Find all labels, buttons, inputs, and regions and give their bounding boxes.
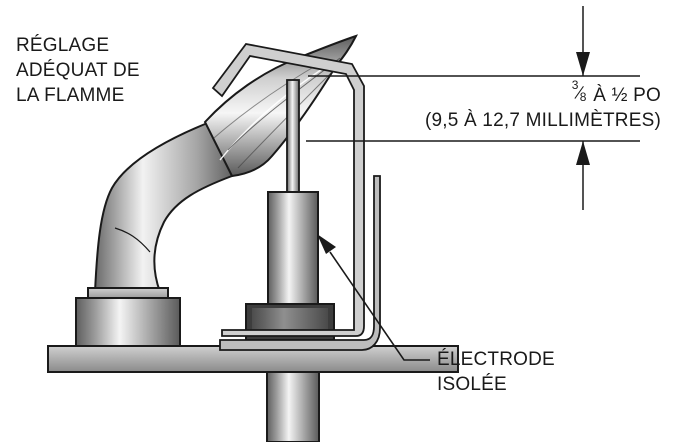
flame-label-line-3: LA FLAMME — [16, 85, 125, 106]
pilot-tube — [93, 120, 234, 293]
dimension-markers — [306, 6, 640, 210]
insulated-electrode-label: ÉLECTRODE ISOLÉE — [437, 347, 555, 397]
flame-label-line-2: ADÉQUAT DE — [16, 60, 140, 81]
dimension-metric-line: (9,5 À 12,7 MILLIMÈTRES) — [424, 110, 661, 131]
electrode-label-line-2: ISOLÉE — [437, 374, 507, 395]
pilot-flame — [203, 34, 358, 178]
electrode-label-line-1: ÉLECTRODE — [437, 349, 555, 370]
flame-adjustment-label: RÉGLAGE ADÉQUAT DE LA FLAMME — [16, 33, 140, 108]
pilot-base — [75, 287, 181, 349]
dimension-inch-rest: À ½ PO — [593, 85, 661, 106]
electrode-leader-arrow — [317, 234, 430, 361]
fraction-numerator: 3 — [571, 78, 579, 92]
fraction-denominator: 8 — [579, 90, 587, 104]
pilot-hood-bracket — [211, 43, 381, 351]
flame-label-line-1: RÉGLAGE — [16, 35, 110, 56]
gas-shaft — [266, 371, 320, 442]
